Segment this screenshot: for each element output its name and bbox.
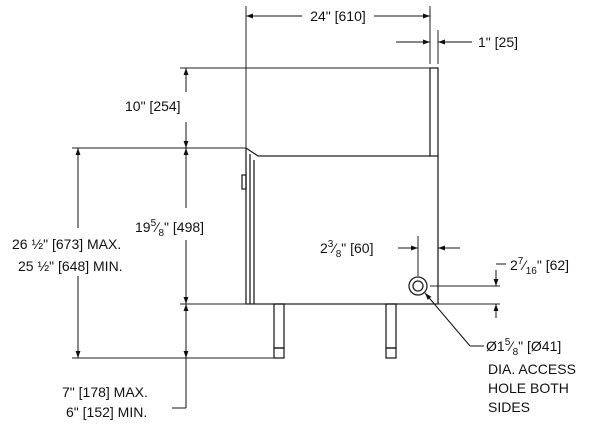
label-backsplash-thickness: 1" [25] — [478, 34, 518, 50]
door-handle — [241, 174, 247, 190]
dimension-lines — [75, 13, 506, 409]
top-lip — [245, 147, 430, 157]
label-body-height: 195⁄8" [498] — [135, 218, 204, 239]
dim-hole-leader — [424, 292, 471, 347]
leg-front-foot — [273, 347, 285, 359]
label-backsplash-height: 10" [254] — [125, 98, 181, 114]
note-line-1: DIA. ACCESS — [488, 361, 576, 377]
label-leg-max: 7" [178] MAX. — [62, 384, 148, 400]
label-leg-min: 6" [152] MIN. — [66, 404, 147, 420]
access-hole — [408, 276, 428, 296]
label-hole-from-bottom: 27⁄16" [62] — [510, 256, 569, 277]
label-overall-min: 25 ½" [648] MIN. — [18, 258, 123, 274]
label-overall-max: 26 ½" [673] MAX. — [12, 236, 121, 252]
label-width: 24" [610] — [310, 8, 366, 24]
leg-rear-foot — [385, 347, 397, 359]
label-hole-from-side: 23⁄8" [60] — [320, 239, 373, 260]
legs — [273, 303, 397, 359]
leg-rear — [385, 303, 397, 349]
note-line-2: HOLE BOTH — [488, 380, 569, 396]
label-hole-diameter: Ø15⁄8" [Ø41] — [486, 337, 561, 358]
note-line-3: SIDES — [488, 399, 530, 415]
leg-front — [273, 303, 285, 349]
access-hole-inner — [412, 280, 424, 292]
unit-body — [241, 67, 439, 305]
backsplash — [429, 67, 439, 157]
